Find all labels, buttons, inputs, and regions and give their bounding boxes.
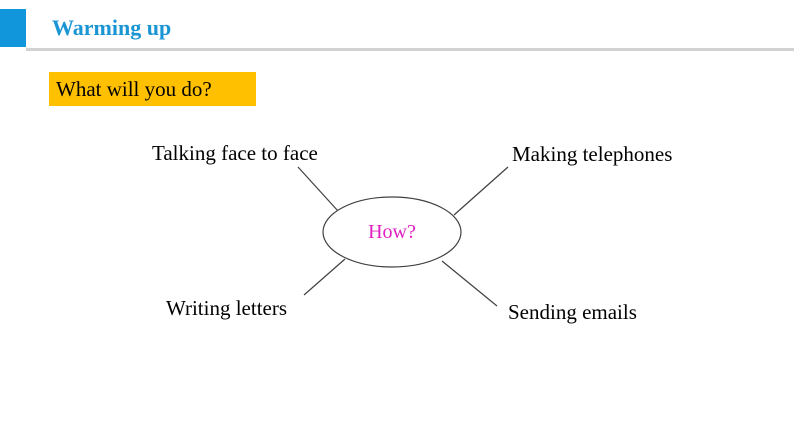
page-title: Warming up	[52, 15, 172, 40]
center-node-label: How?	[368, 221, 416, 243]
branch-label-emails: Sending emails	[508, 300, 637, 324]
connector-top-left	[297, 166, 339, 212]
branch-label-telephones: Making telephones	[512, 142, 673, 166]
connector-bottom-left	[303, 258, 346, 296]
connector-top-right	[453, 166, 509, 216]
title-accent-bar	[0, 9, 26, 47]
center-node	[322, 196, 462, 268]
title-divider	[26, 48, 794, 51]
question-banner: What will you do?	[49, 72, 256, 106]
connector-bottom-right	[441, 260, 498, 307]
branch-label-talking: Talking face to face	[152, 141, 318, 165]
branch-label-letters: Writing letters	[166, 296, 288, 320]
